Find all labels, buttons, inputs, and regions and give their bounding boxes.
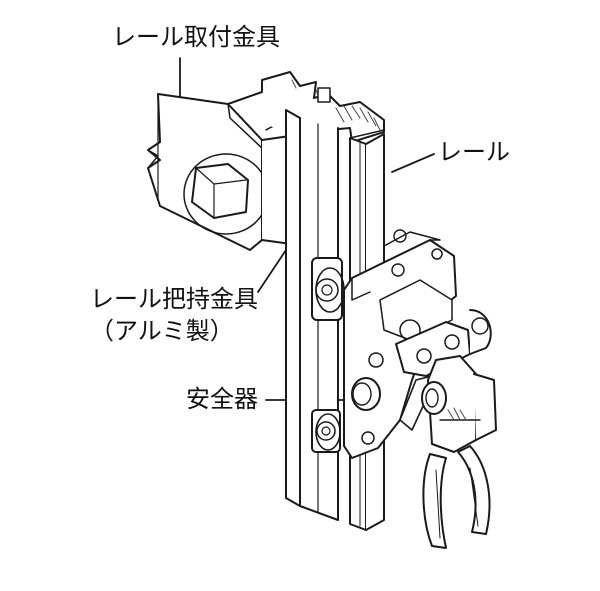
label-safety-device: 安全器 bbox=[186, 385, 258, 413]
safety-knob bbox=[351, 377, 381, 411]
label-rail-clamp: レール把持金具 bbox=[90, 285, 258, 313]
label-rail-clamp-material: （アルミ製） bbox=[90, 317, 234, 345]
safety-device bbox=[315, 229, 492, 459]
leader-rail bbox=[391, 153, 435, 173]
label-rail: レール bbox=[438, 138, 510, 166]
rail-clamp-body bbox=[285, 109, 343, 521]
swivel-shackle bbox=[421, 355, 497, 453]
label-rail-bracket: レール取付金具 bbox=[112, 23, 280, 51]
lanyard bbox=[422, 445, 491, 549]
clamp-section bbox=[227, 71, 385, 143]
